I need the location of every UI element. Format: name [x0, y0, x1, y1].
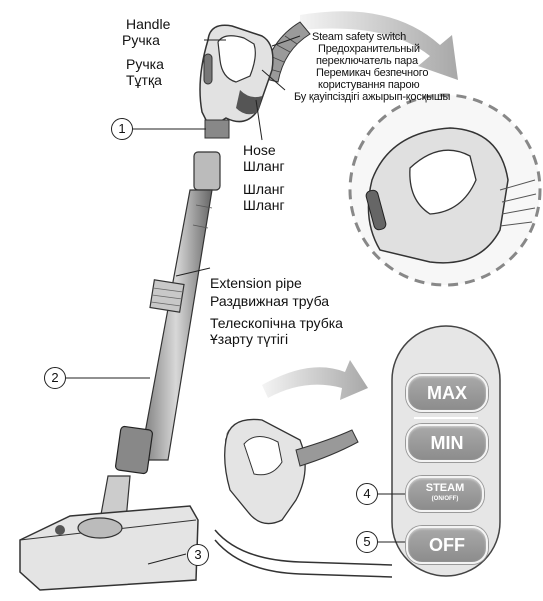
label-hose-kk: Шланг: [243, 197, 285, 213]
label-hose-ru: Шланг: [243, 158, 285, 174]
min-button[interactable]: MIN: [406, 424, 488, 462]
head-pivot: [78, 518, 122, 538]
off-button[interactable]: OFF: [406, 526, 488, 564]
label-handle-ru: Ручка: [122, 32, 170, 48]
mid-hose: [296, 430, 358, 466]
steam-button-label: STEAM: [408, 482, 482, 495]
label-steam-switch-uk2: користування парою: [312, 79, 450, 91]
label-handle: Handle Ручка Ручка Тұтқа: [126, 16, 170, 88]
max-button[interactable]: MAX: [406, 374, 488, 412]
label-steam-switch-en: Steam safety switch: [312, 31, 450, 43]
label-steam-switch-uk1: Перемикач безпечного: [312, 67, 450, 79]
callout-4: 4: [356, 483, 378, 505]
label-extension-pipe-en: Extension pipe: [210, 275, 343, 291]
label-handle-kk: Тұтқа: [126, 72, 170, 88]
arrow-middle: [262, 360, 368, 400]
label-steam-switch-kk: Бу қауіпсіздігі ажырып-қосқышы: [294, 91, 450, 103]
steam-button-sublabel: (ON/OFF): [408, 495, 482, 503]
steam-button[interactable]: STEAM (ON/OFF): [406, 476, 484, 512]
label-extension-pipe: Extension pipe Раздвижная труба Телескоп…: [210, 275, 343, 347]
callout-5: 5: [356, 531, 378, 553]
off-button-label: OFF: [429, 535, 465, 555]
label-extension-pipe-kk: Ұзарту түтігі: [210, 331, 343, 347]
label-extension-pipe-uk: Телескопічна трубка: [210, 315, 343, 331]
handle-connector: [205, 120, 229, 138]
callout-2: 2: [44, 367, 66, 389]
label-steam-switch: Steam safety switch Предохранительный пе…: [312, 31, 450, 103]
pipe-collar: [150, 280, 184, 312]
extension-pipe: [140, 190, 212, 460]
label-steam-switch-ru2: переключатель пара: [312, 55, 450, 67]
label-hose: Hose Шланг Шланг Шланг: [243, 142, 285, 213]
label-handle-uk: Ручка: [126, 56, 170, 72]
label-handle-en: Handle: [126, 16, 170, 32]
pipe-top-coupling: [194, 152, 220, 190]
label-hose-uk: Шланг: [243, 181, 285, 197]
label-hose-en: Hose: [243, 142, 285, 158]
label-extension-pipe-ru: Раздвижная труба: [210, 293, 343, 309]
label-steam-switch-ru1: Предохранительный: [312, 43, 450, 55]
handle-switch: [204, 54, 212, 84]
pipe-lower-coupling: [115, 426, 153, 474]
callout-1: 1: [111, 118, 133, 140]
callout-3: 3: [187, 544, 209, 566]
min-button-label: MIN: [431, 433, 464, 453]
max-button-label: MAX: [427, 383, 467, 403]
